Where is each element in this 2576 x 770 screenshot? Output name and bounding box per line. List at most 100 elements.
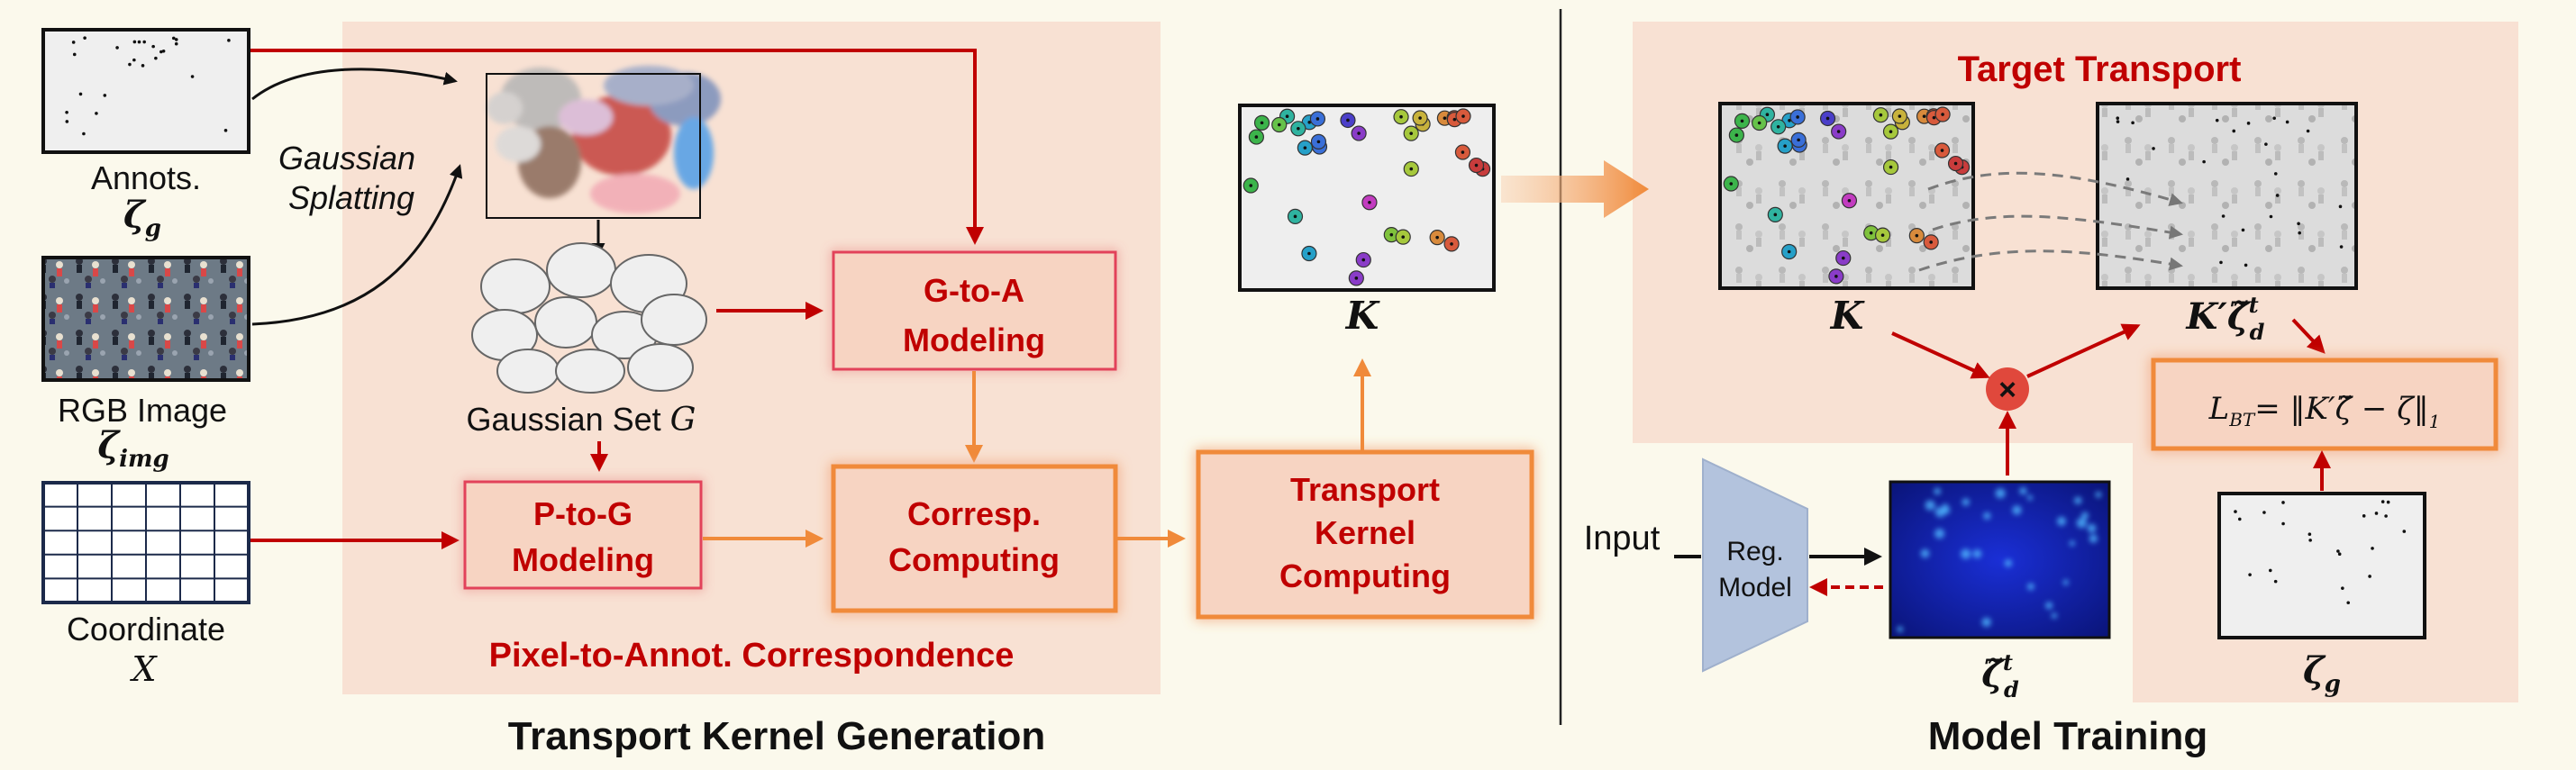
transported-point — [2285, 120, 2289, 124]
right-section-title: Model Training — [1928, 714, 2207, 758]
annotation-thumbnail — [41, 28, 250, 154]
p2g-label-line1: P-to-G — [533, 495, 633, 532]
transported-point — [2215, 118, 2219, 122]
corresp-label-line2: Computing — [888, 541, 1060, 578]
annotation-point — [227, 39, 231, 42]
transport-dashed-arrows — [1918, 171, 2183, 272]
annotation-point — [65, 110, 68, 114]
gt-point — [2234, 510, 2237, 513]
annotation-point — [171, 36, 176, 41]
kernel-symbol-right: K — [1830, 294, 1865, 338]
annotation-point — [103, 94, 107, 97]
annots-to-g2a-arrow — [250, 49, 984, 245]
target-transport-title: Target Transport — [1958, 50, 2242, 89]
transported-point — [2272, 116, 2276, 121]
transported-point — [2116, 120, 2120, 123]
gt-point — [2384, 514, 2388, 518]
gt-point — [2307, 532, 2312, 537]
transported-point — [2297, 222, 2300, 226]
density-blob — [1972, 549, 1982, 558]
density-blob — [1983, 512, 1991, 520]
annotation-point — [174, 41, 178, 46]
annotation-point — [151, 44, 155, 49]
transported-point — [2264, 142, 2268, 146]
annots-label: Annots. — [91, 159, 201, 196]
gt-annotation-image — [2217, 492, 2426, 639]
transported-point — [2131, 121, 2135, 125]
gt-point — [2273, 579, 2278, 584]
density-blob — [2087, 523, 2097, 533]
transported-point — [2241, 228, 2245, 232]
annotation-point — [142, 40, 147, 44]
kernel-transfer-arrow — [1501, 160, 1649, 218]
annots-symbol: ζg — [123, 194, 161, 242]
splat-arrow-rgb — [251, 164, 463, 326]
annotation-point — [72, 52, 77, 57]
transported-point — [2244, 263, 2248, 267]
model-label-line2: Model — [1718, 573, 1792, 602]
transported-point — [2273, 172, 2278, 176]
transported-point — [2219, 260, 2223, 265]
model-label-line1: Reg. — [1726, 537, 1783, 566]
transported-point — [2116, 116, 2120, 120]
annotation-point — [161, 49, 166, 53]
kernel-to-multiply-arrow — [1891, 331, 1990, 379]
density-blob — [1962, 498, 1970, 506]
tk-label-line3: Computing — [1279, 557, 1451, 594]
predicted-density-map — [1889, 480, 2111, 639]
rgb-symbol: ζimg — [97, 424, 168, 473]
annotation-point — [95, 112, 98, 115]
density-blob — [2012, 505, 2022, 515]
loss-formula: LBT= ‖K′ζ̃ − ζ‖1 — [2208, 391, 2441, 432]
regression-model — [1702, 457, 1808, 673]
coordinate-symbol: X — [129, 649, 158, 689]
kernel-assignments — [1242, 108, 1491, 286]
transported-point — [2246, 122, 2251, 125]
gt-point — [2268, 568, 2272, 573]
annotation-point — [132, 58, 136, 62]
gt-point — [2374, 512, 2379, 515]
coordinate-label: Coordinate — [67, 611, 225, 648]
transported-point — [2221, 214, 2226, 218]
gt-point — [2386, 500, 2390, 504]
splatting-label-line2: Splatting — [288, 179, 414, 216]
transport-kernel-computing-box — [1196, 449, 1534, 620]
annotation-point — [154, 56, 158, 60]
tk-label-line1: Transport — [1290, 471, 1440, 508]
density-blob — [1961, 548, 1971, 559]
gt-point — [2262, 511, 2266, 514]
gt-point — [2337, 552, 2342, 557]
transported-point — [2275, 194, 2280, 197]
annotation-point — [78, 92, 83, 96]
gt-point — [2402, 530, 2407, 533]
density-blob — [1934, 487, 1942, 495]
gt-point — [2341, 586, 2344, 590]
tk-label-line2: Kernel — [1315, 514, 1415, 551]
transported-point — [2269, 214, 2273, 219]
gt-point — [2380, 500, 2385, 503]
gt-point — [2237, 517, 2242, 521]
transported-point — [2306, 129, 2310, 133]
density-blob — [1897, 626, 1904, 633]
kernel-symbol: K — [1345, 294, 1380, 338]
gt-point — [2281, 501, 2285, 504]
multiply-symbol: × — [1998, 373, 2016, 407]
density-blob — [2026, 494, 2034, 501]
gt-point — [2336, 549, 2340, 553]
rgb-label: RGB Image — [58, 392, 227, 429]
gt-symbol: ζg — [2303, 649, 2341, 698]
gt-point — [2362, 514, 2366, 518]
splatted-gaussian-image — [486, 66, 721, 219]
kernel-on-crowd-image — [1718, 102, 1975, 290]
density-blob — [2062, 579, 2069, 585]
coordinate-grid-thumbnail — [41, 481, 250, 604]
density-blob — [1995, 488, 2006, 499]
p2g-label-line2: Modeling — [512, 541, 654, 578]
transported-to-loss-arrow — [2291, 318, 2326, 354]
kernel-image — [1238, 104, 1496, 292]
density-blob — [1942, 503, 1949, 510]
